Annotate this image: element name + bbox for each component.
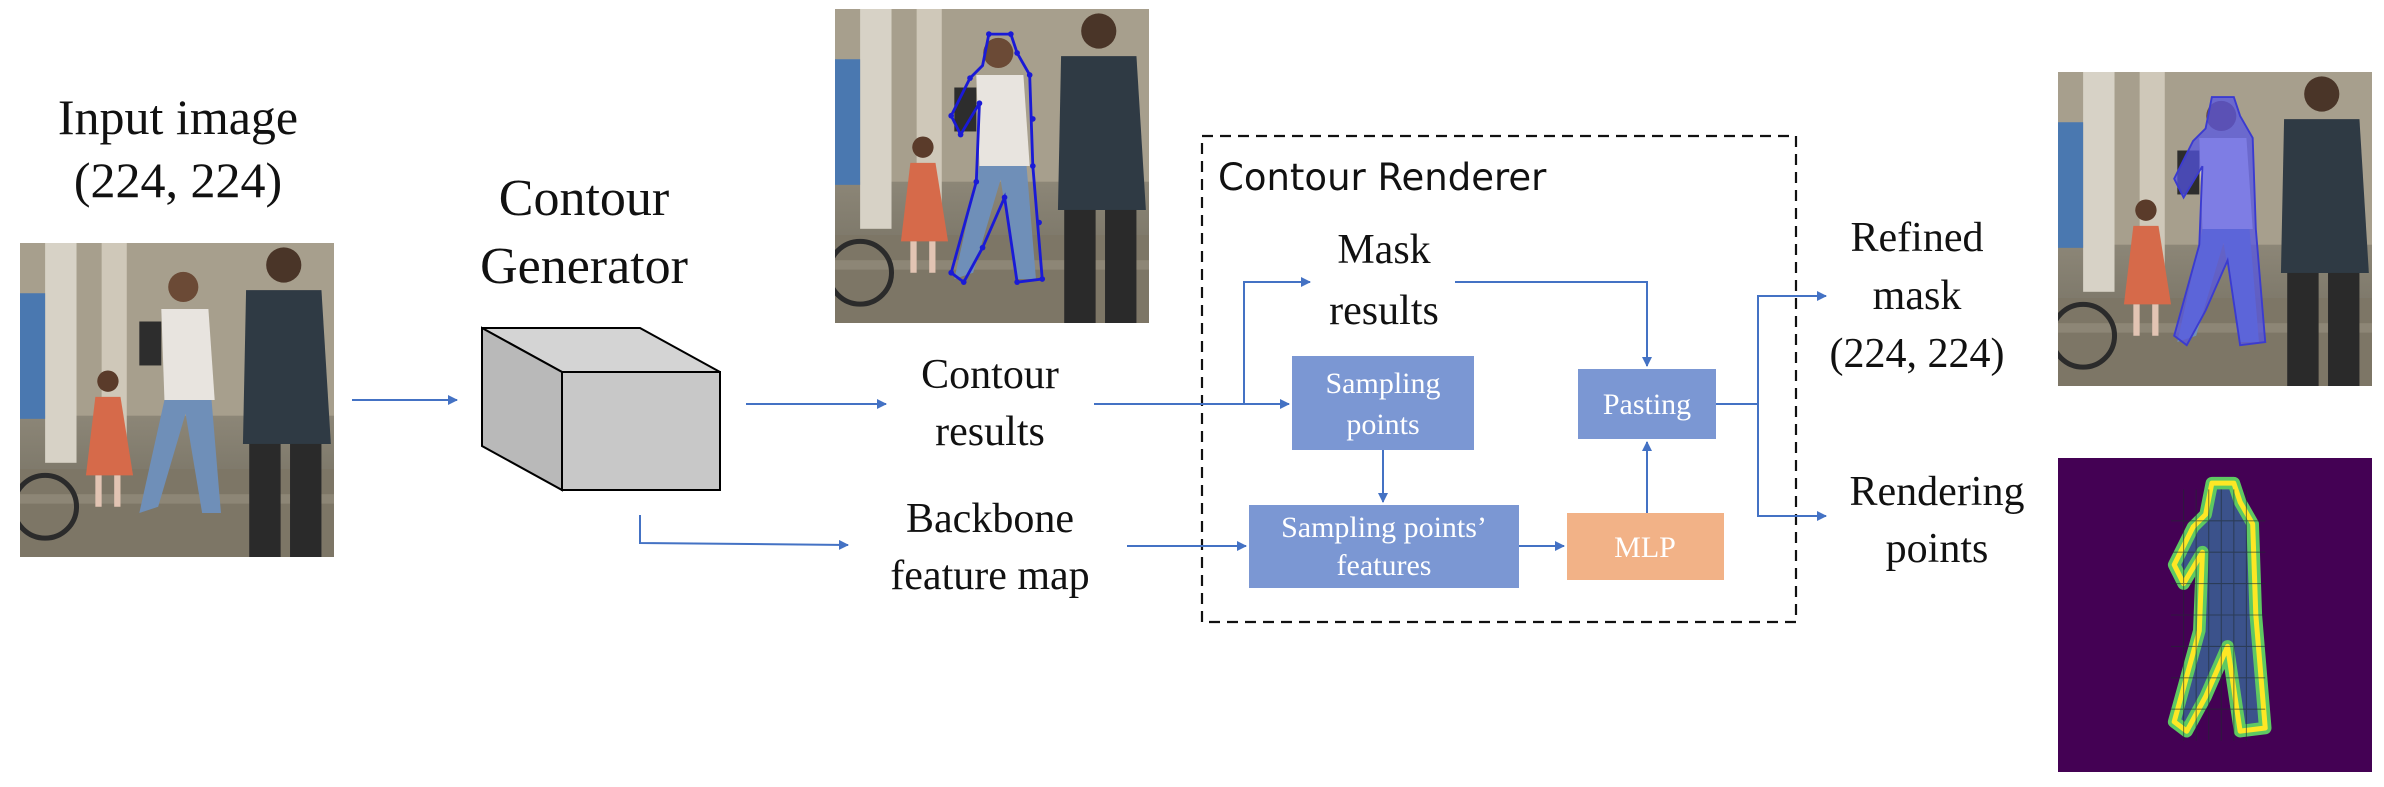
arrow-mask-to-pasting (1455, 281, 1652, 367)
renderer-arrows (1094, 277, 1827, 551)
refined-line3: (224, 224) (1830, 331, 2005, 377)
contour-renderer-box (1200, 134, 1798, 624)
pasting-label: Pasting (1603, 388, 1691, 421)
generator-label-line1: Contour (499, 170, 669, 227)
refined-line2: mask (1873, 273, 1962, 319)
contour-image (829, 9, 1149, 323)
input-label-line2: (224, 224) (74, 152, 282, 208)
refined-line1: Refined (1851, 215, 1984, 261)
arrow-contour-to-mask (1243, 277, 1311, 404)
contour-results-line2: results (935, 409, 1045, 455)
mlp-label: MLP (1614, 531, 1676, 564)
sampling-points-line2: points (1346, 408, 1419, 441)
mask-results-line1: Mask (1337, 227, 1430, 273)
sampling-features-line1: Sampling points’ (1281, 511, 1487, 544)
backbone-line1: Backbone (906, 496, 1074, 542)
sampling-points-line1: Sampling (1325, 367, 1440, 400)
generator-label-line2: Generator (480, 238, 688, 295)
generator-cube (481, 326, 721, 492)
input-label-line1: Input image (58, 89, 298, 145)
sampling-features-box (1249, 505, 1519, 588)
arrow-pasting-to-rendering (1757, 404, 1827, 521)
mlp-box (1567, 513, 1724, 580)
arrow-generator-to-backbone (639, 515, 849, 550)
refined-mask-image (2052, 72, 2372, 386)
sampling-points-box (1292, 356, 1474, 450)
pasting-box (1578, 369, 1716, 439)
sampling-features-line2: features (1337, 549, 1432, 582)
rendering-line2: points (1886, 526, 1989, 572)
input-image (14, 243, 334, 557)
contour-results-line1: Contour (921, 352, 1059, 398)
rendering-points-image (2058, 458, 2372, 772)
arrow-pasting-to-refined (1716, 291, 1827, 405)
backbone-line2: feature map (890, 553, 1089, 599)
contour-renderer-title: Contour Renderer (1218, 156, 1547, 199)
mask-results-line2: results (1329, 288, 1439, 334)
rendering-line1: Rendering (1850, 469, 2025, 515)
